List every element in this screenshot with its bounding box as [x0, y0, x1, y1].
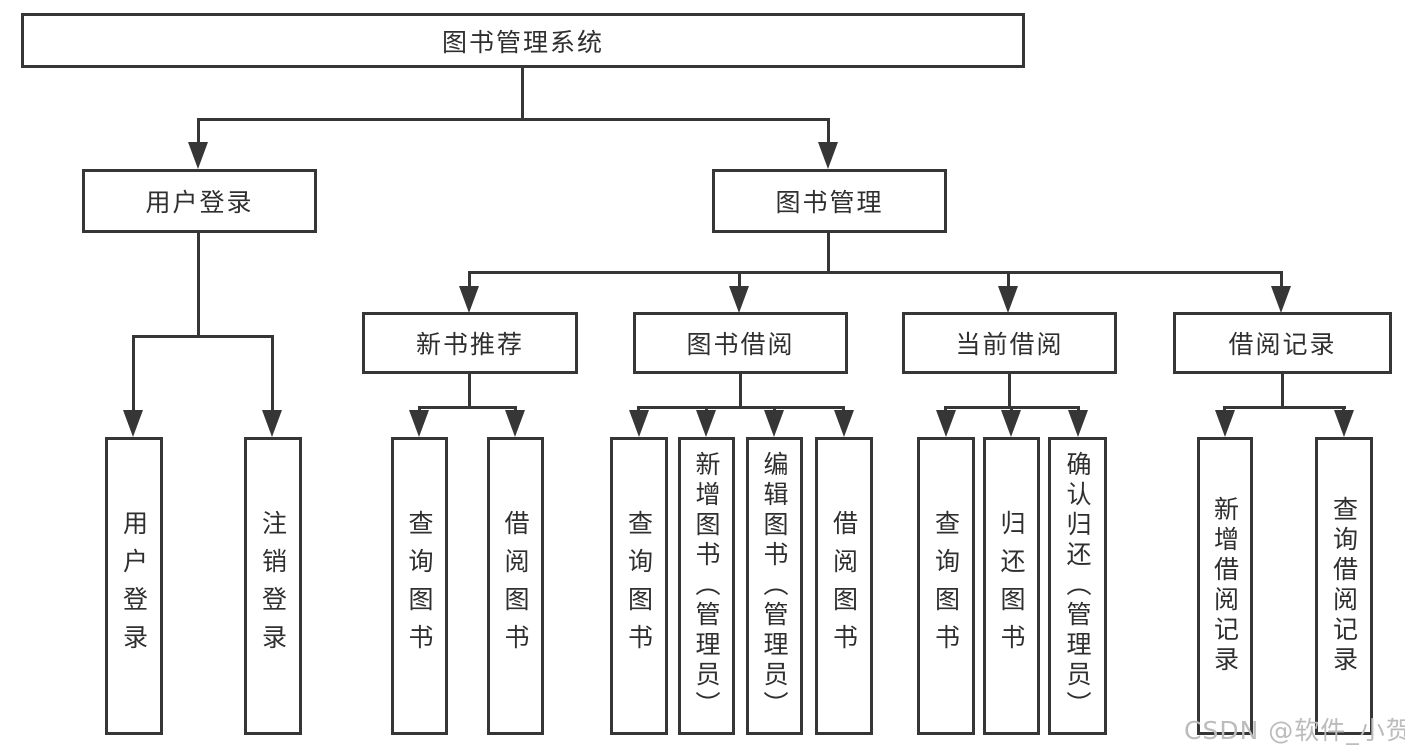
connector-line [738, 271, 741, 288]
node-book-borrowing: 图书借阅 [633, 312, 848, 374]
leaf-return-books: 归还图书 [983, 437, 1040, 735]
node-library-management-system: 图书管理系统 [21, 13, 1025, 68]
node-current-borrowing: 当前借阅 [902, 312, 1117, 374]
connector-line [418, 406, 517, 409]
arrowhead-down-icon [729, 286, 749, 313]
leaf-label: 注销登录 [258, 510, 288, 662]
leaf-add-books-admin: 新增图书（管理员） [678, 437, 735, 735]
node-label: 图书管理系统 [441, 27, 604, 57]
leaf-label: 查询图书 [931, 510, 961, 662]
leaf-query-books-recommend: 查询图书 [391, 437, 448, 735]
node-borrowing-records: 借阅记录 [1173, 312, 1392, 374]
arrowhead-down-icon [998, 286, 1018, 313]
leaf-borrow-books-recommend: 借阅图书 [487, 437, 544, 735]
leaf-add-borrow-record: 新增借阅记录 [1197, 437, 1253, 735]
leaf-label: 编辑图书（管理员） [760, 451, 789, 721]
leaf-query-books-current: 查询图书 [917, 437, 975, 735]
csdn-watermark: CSDN @软件_小贺同学 [1184, 716, 1405, 745]
leaf-label: 用户登录 [119, 510, 149, 662]
arrowhead-down-icon [505, 410, 525, 437]
node-label: 新书推荐 [415, 330, 524, 359]
leaf-label: 确认归还（管理员） [1063, 451, 1092, 721]
arrowhead-down-icon [459, 286, 479, 313]
connector-line [521, 68, 524, 120]
leaf-label: 新增图书（管理员） [692, 451, 721, 721]
leaf-label: 查询图书 [405, 510, 434, 662]
connector-line [827, 233, 830, 274]
leaf-confirm-return-admin: 确认归还（管理员） [1048, 437, 1107, 735]
node-label: 图书借阅 [686, 330, 795, 359]
arrowhead-down-icon [188, 142, 208, 169]
node-label: 用户登录 [145, 188, 254, 217]
leaf-borrow-books-borrowing: 借阅图书 [815, 437, 873, 735]
connector-line [1281, 374, 1284, 409]
node-label: 图书管理 [775, 188, 884, 217]
connector-line [1008, 374, 1011, 409]
arrowhead-down-icon [764, 410, 784, 437]
arrowhead-down-icon [1215, 410, 1235, 437]
connector-line [827, 118, 830, 146]
connector-line [1007, 271, 1010, 288]
node-book-management: 图书管理 [712, 169, 947, 233]
connector-line [1223, 406, 1346, 409]
connector-line [197, 118, 200, 146]
node-user-login: 用户登录 [82, 169, 317, 233]
arrowhead-down-icon [1271, 286, 1291, 313]
connector-line [132, 335, 274, 338]
arrowhead-down-icon [818, 142, 838, 169]
arrowhead-down-icon [1001, 410, 1021, 437]
connector-line [468, 374, 471, 409]
connector-line [468, 271, 471, 288]
leaf-logout: 注销登录 [244, 437, 302, 735]
arrowhead-down-icon [1068, 410, 1088, 437]
connector-line [132, 335, 135, 413]
connector-line [468, 271, 1283, 274]
arrowhead-down-icon [123, 410, 143, 437]
connector-line [197, 118, 830, 121]
leaf-label: 借阅图书 [829, 510, 859, 662]
arrowhead-down-icon [1334, 410, 1354, 437]
arrowhead-down-icon [262, 410, 282, 437]
leaf-query-borrow-record: 查询借阅记录 [1315, 437, 1373, 735]
leaf-label: 借阅图书 [501, 510, 530, 662]
arrowhead-down-icon [834, 410, 854, 437]
leaf-label: 查询借阅记录 [1329, 496, 1359, 676]
leaf-label: 归还图书 [997, 510, 1026, 662]
leaf-label: 新增借阅记录 [1210, 496, 1240, 676]
leaf-edit-books-admin: 编辑图书（管理员） [746, 437, 803, 735]
arrowhead-down-icon [409, 410, 429, 437]
node-new-book-recommendation: 新书推荐 [362, 312, 578, 374]
arrowhead-down-icon [629, 410, 649, 437]
leaf-label: 查询图书 [624, 510, 654, 662]
connector-line [271, 335, 274, 413]
arrowhead-down-icon [936, 410, 956, 437]
leaf-query-books-borrowing: 查询图书 [610, 437, 668, 735]
leaf-user-login: 用户登录 [105, 437, 163, 735]
connector-line [197, 233, 200, 338]
connector-line [637, 406, 845, 409]
node-label: 借阅记录 [1228, 330, 1337, 359]
connector-line [1280, 271, 1283, 288]
arrowhead-down-icon [696, 410, 716, 437]
connector-line [739, 374, 742, 409]
node-label: 当前借阅 [955, 330, 1064, 359]
